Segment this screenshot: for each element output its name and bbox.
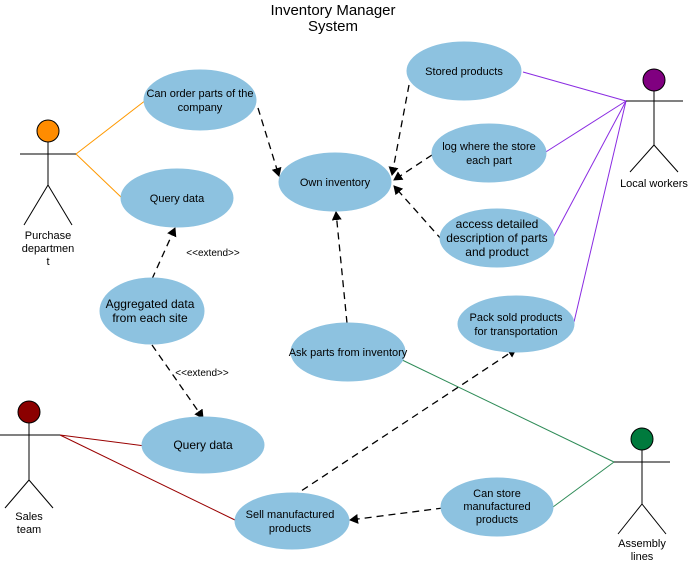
dep-can-store-to-sell xyxy=(349,507,444,524)
dep-aggregated-to-query-top xyxy=(151,227,177,280)
actor-purchase-head xyxy=(36,119,60,143)
usecase-sell-manufactured[interactable]: Sell manufactured products xyxy=(234,492,350,550)
diagram-title-line1: Inventory Manager xyxy=(270,2,395,19)
diagram-title-line2: System xyxy=(308,18,358,35)
actor-sales-team[interactable]: Sales team xyxy=(0,400,60,536)
usecase-sell-manufactured-label-1: Sell manufactured xyxy=(246,509,335,521)
usecase-access-detailed[interactable]: access detailed description of parts and… xyxy=(439,208,555,268)
assoc-local-stored xyxy=(522,71,627,102)
usecase-ask-parts-label: Ask parts from inventory xyxy=(289,347,408,359)
dep-access-to-own-inventory xyxy=(393,185,443,241)
usecase-ask-parts[interactable]: Ask parts from inventory xyxy=(289,322,408,382)
actor-assembly-head xyxy=(630,427,654,451)
usecase-query-data-top[interactable]: Query data xyxy=(120,168,234,228)
usecase-access-detailed-label-2: description of parts xyxy=(446,231,547,245)
usecase-aggregated-data-label-2: from each site xyxy=(112,311,188,325)
assoc-local-access xyxy=(552,100,627,239)
usecase-can-order-parts-label-2: company xyxy=(178,102,223,114)
actor-sales-head xyxy=(17,400,41,424)
usecase-log-where-label-2: each part xyxy=(466,155,512,167)
usecase-pack-sold[interactable]: Pack sold products for transportation xyxy=(457,295,575,353)
usecase-sell-manufactured-label-2: products xyxy=(269,523,312,535)
actor-local-label: Local workers xyxy=(620,178,688,190)
usecase-own-inventory-label: Own inventory xyxy=(300,177,371,189)
usecase-query-data-bottom-label: Query data xyxy=(173,438,233,452)
usecase-query-data-top-label: Query data xyxy=(150,193,205,205)
actor-purchase-department[interactable]: Purchase departmen t xyxy=(20,119,76,268)
usecase-pack-sold-label-1: Pack sold products xyxy=(470,312,563,324)
actor-assembly-label-2: lines xyxy=(631,551,654,563)
usecase-access-detailed-label-3: and product xyxy=(465,245,529,259)
usecase-stored-products-label: Stored products xyxy=(425,66,503,78)
dep-ask-to-own-inventory xyxy=(331,211,348,324)
actor-local-workers[interactable]: Local workers xyxy=(620,68,688,190)
dep-stored-to-own-inventory xyxy=(388,84,410,176)
actor-assembly-lines[interactable]: Assembly lines xyxy=(614,427,670,563)
usecase-can-order-parts[interactable]: Can order parts of the company xyxy=(143,69,257,131)
usecase-access-detailed-label-1: access detailed xyxy=(456,217,539,231)
usecase-log-where[interactable]: log where the store each part xyxy=(431,123,547,183)
assoc-local-pack xyxy=(573,100,627,323)
dep-log-to-own-inventory xyxy=(393,154,433,181)
assoc-purchase-can-order xyxy=(75,99,147,155)
actor-sales-label-2: team xyxy=(17,524,41,536)
usecase-can-store-label-2: manufactured xyxy=(463,501,530,513)
dep-can-order-to-own-inventory xyxy=(257,107,282,177)
actor-purchase-label-3: t xyxy=(46,256,49,268)
actor-purchase-label-1: Purchase xyxy=(25,230,71,242)
actor-assembly-label-1: Assembly xyxy=(618,538,666,550)
extend-label-top: <<extend>> xyxy=(186,248,240,259)
assoc-sales-query-bottom xyxy=(59,434,146,447)
usecase-can-store[interactable]: Can store manufactured products xyxy=(440,477,554,537)
assoc-local-log xyxy=(540,100,627,156)
usecase-log-where-label-1: log where the store xyxy=(442,141,536,153)
actor-local-head xyxy=(642,68,666,92)
dep-sell-to-pack xyxy=(291,348,517,498)
usecase-query-data-bottom[interactable]: Query data xyxy=(141,416,265,474)
extend-label-bottom: <<extend>> xyxy=(175,368,229,379)
usecase-stored-products[interactable]: Stored products xyxy=(406,41,522,101)
usecase-aggregated-data-label-1: Aggregated data xyxy=(106,297,195,311)
usecase-can-store-label-3: products xyxy=(476,514,519,526)
usecase-aggregated-data[interactable]: Aggregated data from each site xyxy=(99,277,205,345)
usecase-can-order-parts-label-1: Can order parts of the xyxy=(146,88,253,100)
assoc-assembly-can-store xyxy=(552,461,615,508)
dep-aggregated-to-query-bottom xyxy=(151,344,204,419)
usecase-pack-sold-label-2: for transportation xyxy=(474,326,557,338)
actor-purchase-label-2: departmen xyxy=(22,243,75,255)
assoc-sales-sell xyxy=(59,434,238,522)
assoc-purchase-query-top xyxy=(75,153,123,199)
usecase-own-inventory[interactable]: Own inventory xyxy=(278,152,392,212)
actor-sales-label-1: Sales xyxy=(15,511,43,523)
assoc-assembly-ask xyxy=(397,357,615,463)
usecase-can-store-label-1: Can store xyxy=(473,488,521,500)
